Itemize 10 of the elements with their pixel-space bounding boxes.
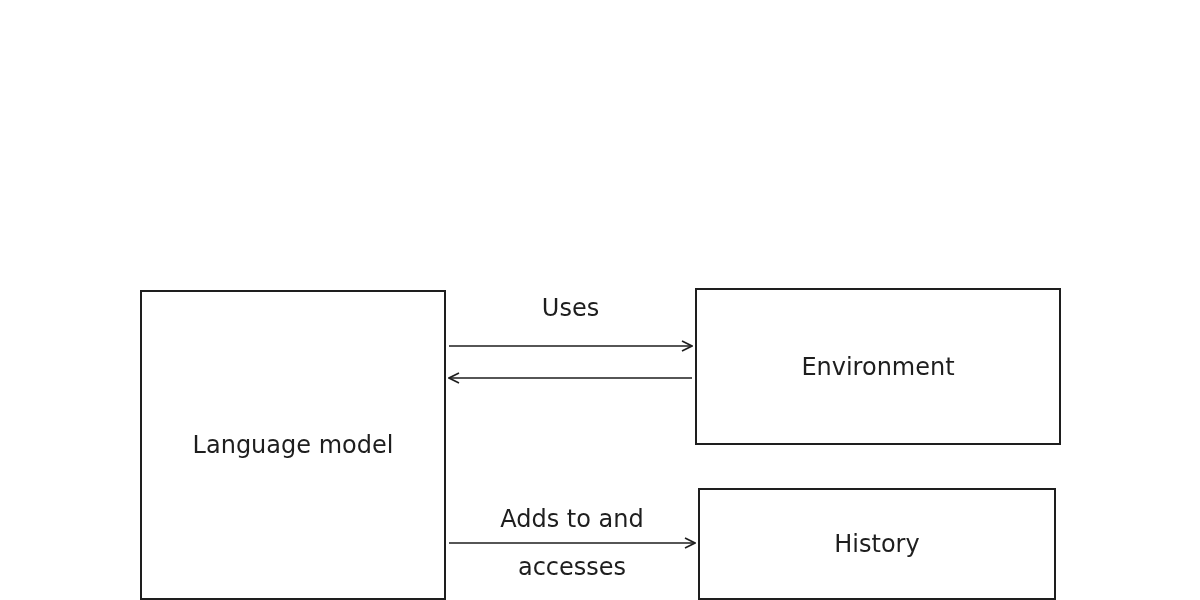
box-label: Language model <box>192 431 394 459</box>
arrow <box>448 340 693 352</box>
box-label: Environment <box>801 352 955 381</box>
arrow <box>448 372 693 384</box>
process-box <box>140 290 446 600</box>
arrow <box>448 537 696 549</box>
edge-label: Adds to and accesses <box>499 504 645 583</box>
process-box <box>698 488 1056 600</box>
process-box <box>695 288 1061 445</box>
box-label: History <box>834 530 920 558</box>
